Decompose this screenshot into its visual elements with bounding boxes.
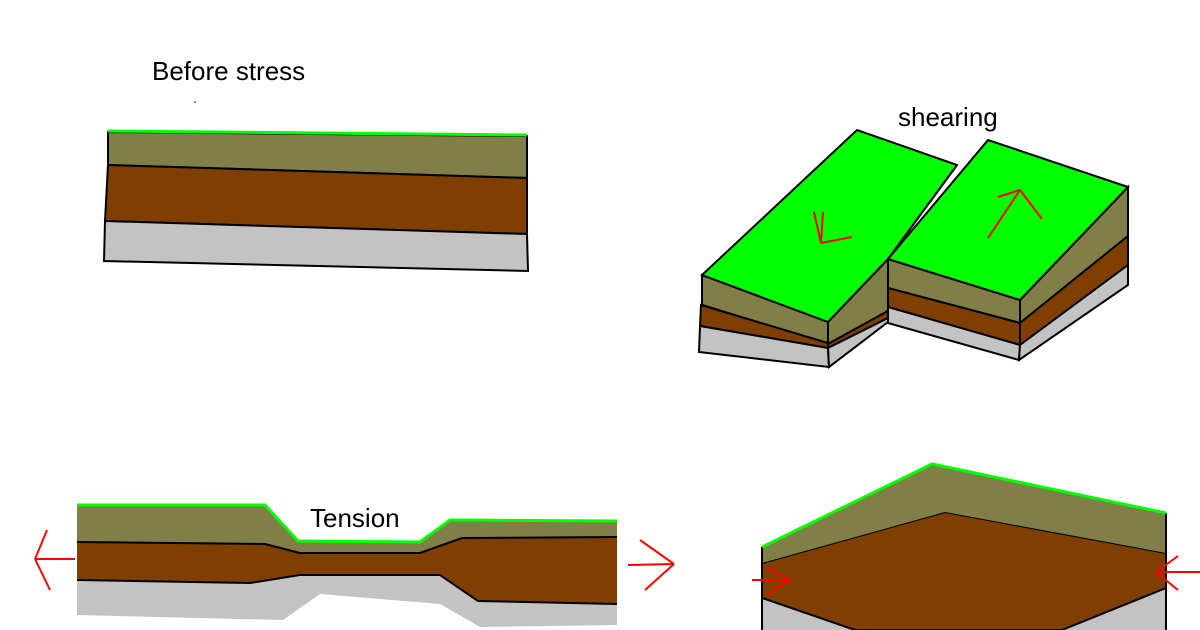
before-bottom-layer: [102, 219, 530, 273]
before-grass-surface: [107, 129, 528, 137]
tension-arrow-left: [34, 529, 75, 591]
panel-tension: [34, 503, 675, 627]
tension-label: Tension: [310, 503, 400, 533]
compression-bottom-layer: [762, 588, 1166, 630]
shear-right-top-surface: [886, 138, 1130, 302]
shearing-label: shearing: [898, 102, 998, 132]
before-stress-label: Before stress: [152, 56, 306, 86]
tension-arrow-right: [627, 539, 675, 591]
shear-arrow-up-right: [987, 189, 1043, 239]
panel-compression: [752, 462, 1200, 630]
compression-arrow-left: [1155, 555, 1200, 591]
tension-middle-layer: [77, 537, 617, 604]
panel-shearing: [697, 128, 1130, 369]
tension-outline-mid: [76, 536, 618, 554]
compression-arrow-right: [752, 567, 791, 595]
shear-right-side-bot: [1017, 263, 1129, 362]
tension-top-layer: [77, 505, 617, 553]
compression-grass-surface: [761, 462, 1167, 549]
shear-fault-line: [887, 164, 958, 260]
tension-grass-surface: [77, 503, 618, 544]
shear-arrow-down-left: [813, 211, 853, 244]
panel-before-stress: [102, 101, 530, 273]
tension-bottom-layer: [77, 575, 617, 627]
tension-outline-low: [76, 574, 618, 605]
compression-top-layer: [762, 464, 1166, 563]
